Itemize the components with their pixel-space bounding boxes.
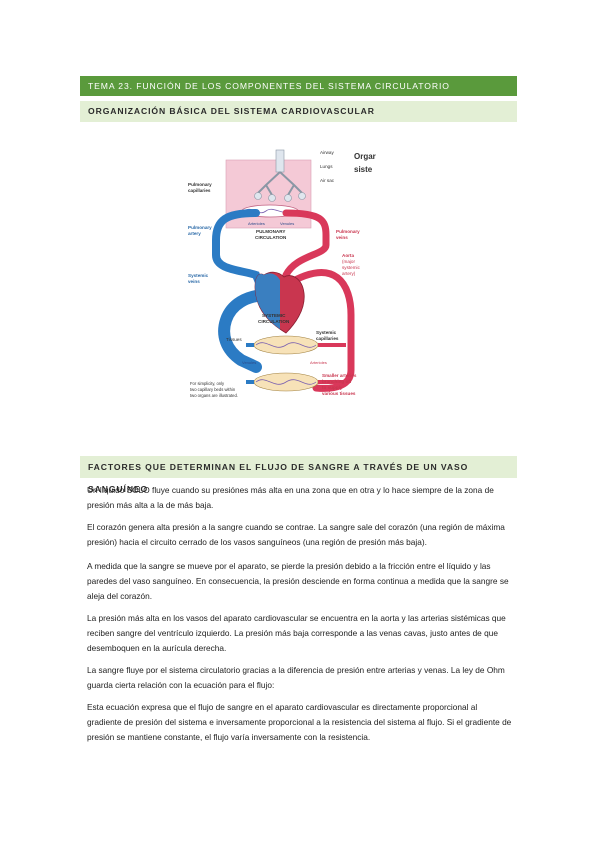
section-heading-organization: ORGANIZACIÓN BÁSICA DEL SISTEMA CARDIOVA… [80,101,517,122]
label-pulmonary-veins: Pulmonary [336,229,360,234]
label-pulmonary-artery-2: artery [188,231,201,236]
topic-title-bar: TEMA 23. FUNCIÓN DE LOS COMPONENTES DEL … [80,76,517,96]
pulmonary-vein-vessel [282,209,330,279]
paragraph-6: Esta ecuación expresa que el flujo de sa… [87,702,512,742]
label-aorta-3: systemic [342,265,361,270]
label-aorta: Aorta [342,253,354,258]
label-pulmonary-capillaries-2: capillaries [188,188,211,193]
paragraph-1: Un líquido SOLO fluye cuando su presióne… [87,485,494,510]
figure-side-title-line2: siste [354,165,373,174]
label-smaller-arteries: Smaller arteries [322,373,357,378]
label-tissues: Tissues [226,337,242,342]
heart-right-side [255,273,280,329]
label-note-2: two capillary beds within [190,387,236,392]
paragraph-5: La sangre fluye por el sistema circulato… [87,665,505,690]
air-sac [298,192,306,200]
figure-side-title: Orgar siste [354,150,376,176]
label-venules-top: Venules [280,221,294,226]
label-pulmonary-veins-2: veins [336,235,348,240]
airway-tube [275,149,285,173]
label-smaller-arteries-2: branching off [322,379,352,384]
systemic-capillary-mesh-upper [255,342,317,348]
systemic-vein-vessel [218,289,274,373]
label-systemic-veins: Systemic [188,273,209,278]
label-systemic-circulation-2: CIRCULATION [258,319,290,324]
label-pulmonary-circulation-2: CIRCULATION [255,235,287,240]
label-arterioles-bottom: Arterioles [310,360,327,365]
paragraph-2: El corazón genera alta presión a la sang… [87,522,505,547]
label-pulmonary-capillaries: Pulmonary [188,182,212,187]
label-smaller-arteries-4: various tissues [322,391,356,396]
section-heading-flow-factors: FACTORES QUE DETERMINAN EL FLUJO DE SANG… [80,456,517,494]
pulmonary-artery-vessel [212,209,272,309]
label-pulmonary-circulation: PULMONARY [256,229,285,234]
topic-title: TEMA 23. FUNCIÓN DE LOS COMPONENTES DEL … [88,81,450,91]
label-aorta-2: (major [342,259,355,264]
label-note-3: two organs are illustrated. [190,393,238,398]
circulatory-system-diagram: Airway Lungs Air sac Pulmonary capillari… [188,149,361,398]
label-note: For simplicity, only [190,381,225,386]
label-systemic-capillaries-2: capillaries [316,336,339,341]
label-aorta-4: artery) [342,271,356,276]
air-sac [254,192,262,200]
paragraph-4: La presión más alta en los vasos del apa… [87,613,506,653]
paragraph-3: A medida que la sangre se mueve por el a… [87,561,509,601]
section-heading-text: ORGANIZACIÓN BÁSICA DEL SISTEMA CARDIOVA… [88,106,375,116]
label-air-sac: Air sac [320,178,335,183]
bronchi [257,171,303,196]
aorta-vessel [282,269,355,392]
label-venules-bottom: Venules [242,360,256,365]
venule-lines [246,343,254,384]
label-airway: Airway [320,150,334,155]
air-sac [284,194,292,202]
label-systemic-veins-2: veins [188,279,200,284]
label-smaller-arteries-3: to supply [322,385,343,390]
section-heading-text: FACTORES QUE DETERMINAN EL FLUJO DE SANG… [88,462,469,494]
systemic-capillary-mesh-lower [255,379,317,385]
label-systemic-circulation: SYSTEMIC [262,313,286,318]
label-systemic-capillaries: Systemic [316,330,337,335]
figure-side-title-line1: Orgar [354,152,376,161]
arteriole-lines [318,343,346,384]
air-sac [268,194,276,202]
label-lungs: Lungs [320,164,333,169]
label-pulmonary-artery: Pulmonary [188,225,212,230]
label-arterioles-top: Arterioles [248,221,265,226]
